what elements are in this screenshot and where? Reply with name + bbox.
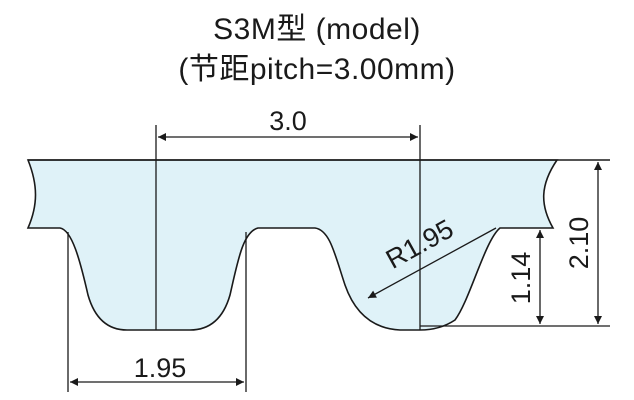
radius-leader xyxy=(367,227,497,299)
title-model: S3M型 (model) xyxy=(213,13,421,46)
tooth-height-label: 1.14 xyxy=(506,252,536,305)
tooth-width-label: 1.95 xyxy=(134,353,187,383)
title-pitch: (节距pitch=3.00mm) xyxy=(178,53,456,86)
belt-thickness-label: 2.10 xyxy=(564,217,594,270)
pitch-label: 3.0 xyxy=(269,106,307,136)
belt-body xyxy=(26,159,559,331)
